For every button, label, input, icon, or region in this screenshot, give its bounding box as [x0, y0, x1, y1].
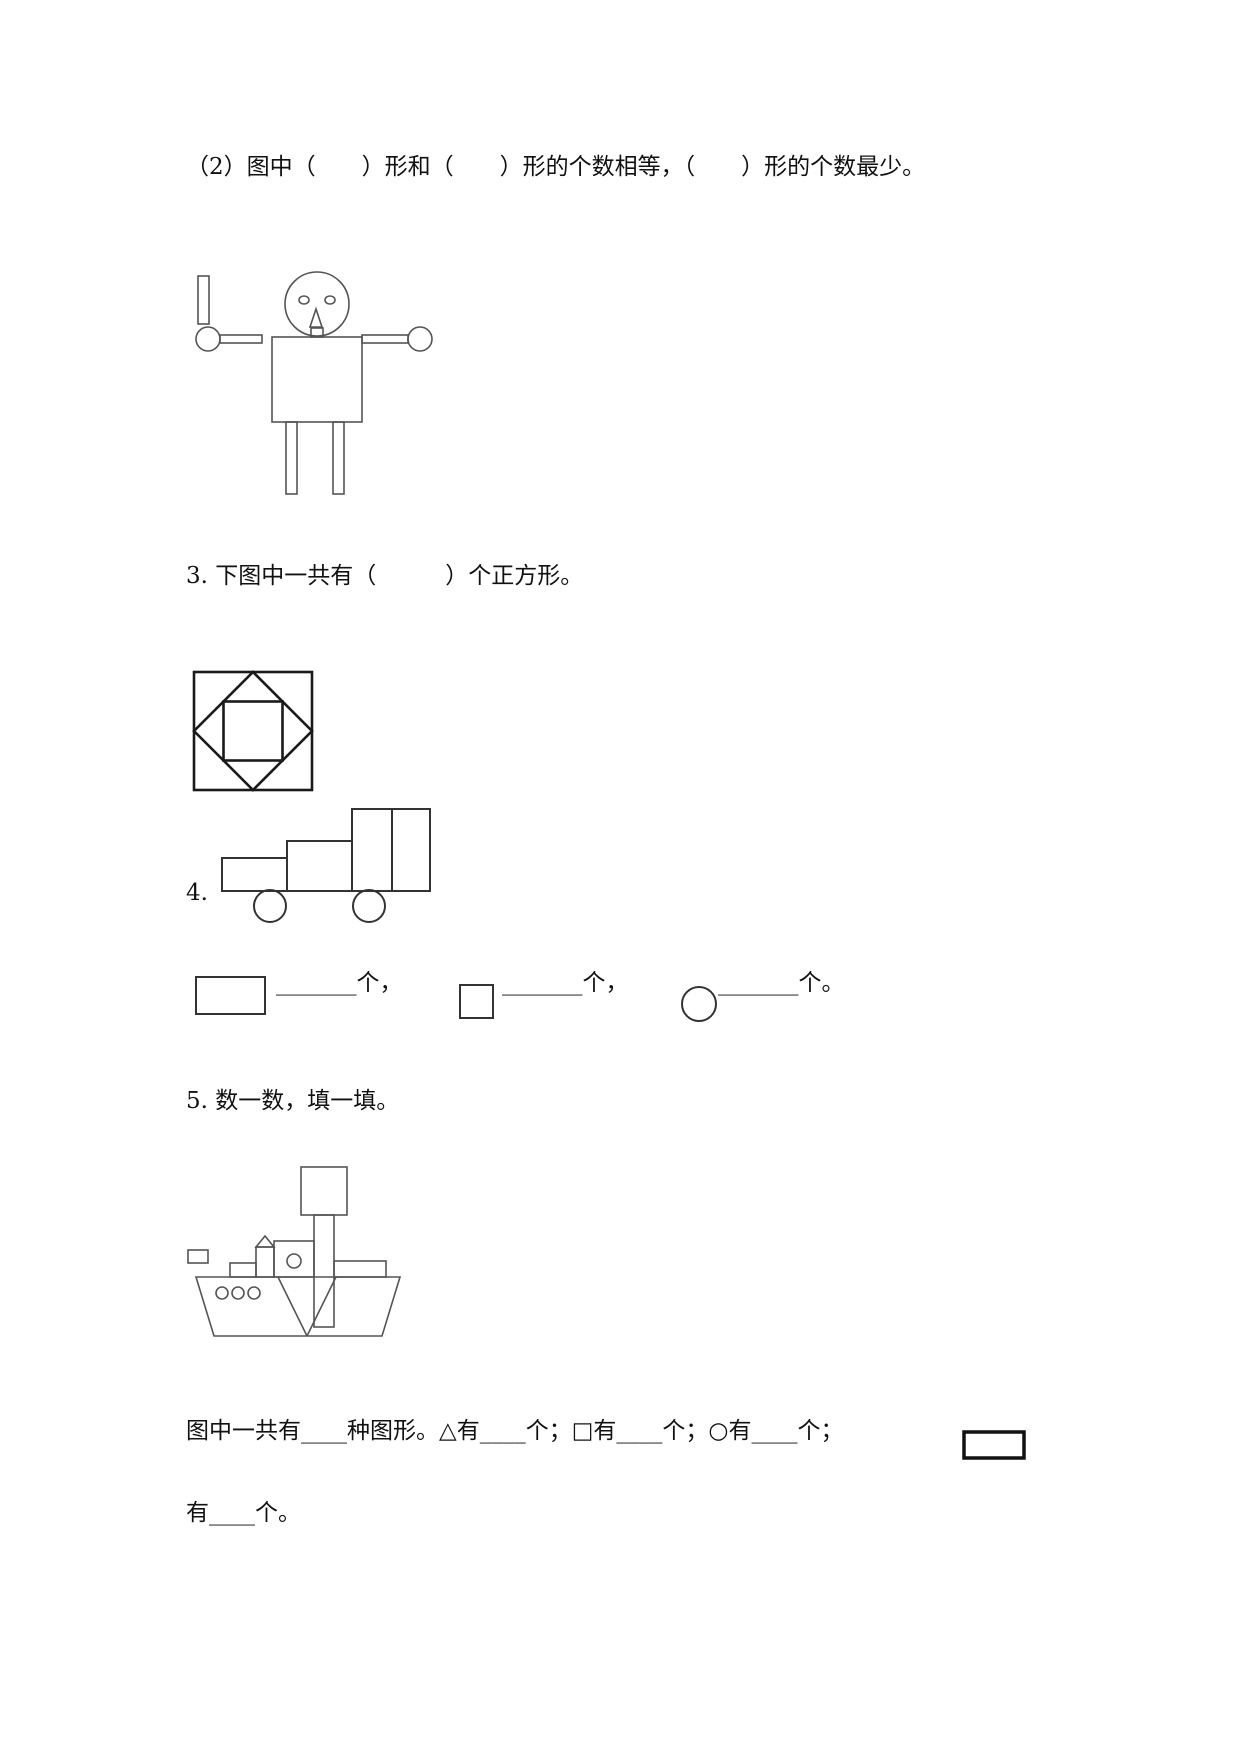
robot-body: [271, 336, 363, 423]
robot-left-hand: [195, 326, 221, 352]
truck-rear-wheel: [253, 889, 287, 923]
ship-small-tower: [255, 1246, 275, 1278]
ship-chimney-square: [300, 1166, 348, 1216]
answer-square-icon: [459, 984, 494, 1019]
ship-porthole-2: [231, 1286, 245, 1300]
diamond-square: [192, 670, 314, 792]
robot-left-leg: [285, 421, 298, 495]
ship-bridge: [273, 1240, 315, 1278]
q4-blank-circle[interactable]: _______个。: [718, 970, 845, 996]
ship-porthole-3: [247, 1286, 261, 1300]
q5-rectangle-icon: [962, 1430, 1026, 1460]
robot-left-eye: [298, 295, 310, 305]
q4-blank-square[interactable]: _______个，: [502, 970, 629, 996]
truck-figure: [221, 808, 431, 923]
ship-porthole-1: [215, 1286, 229, 1300]
robot-right-arm: [361, 334, 409, 344]
ship-chimney-pole: [313, 1214, 335, 1328]
ship-hull-line-right: [306, 1276, 337, 1337]
truck-cab-right: [391, 808, 431, 892]
ship-hull-line-left: [277, 1276, 308, 1337]
truck-rear-block: [221, 857, 288, 892]
q5-line1[interactable]: 图中一共有____种图形。△有____个；□有____个；○有____个；: [186, 1418, 844, 1444]
q4-number: 4.: [186, 880, 208, 906]
q3-text: 3. 下图中一共有（ ）个正方形。: [186, 563, 584, 589]
truck-cab-left: [351, 808, 393, 892]
robot-head: [284, 271, 350, 337]
robot-right-eye: [324, 295, 336, 305]
ship-hull: [194, 1276, 402, 1337]
q2-text: （2）图中（ ）形和（ ）形的个数相等，（ ）形的个数最少。: [186, 154, 926, 180]
outer-square: [192, 670, 314, 792]
q4-blank-rectangle[interactable]: _______个，: [276, 970, 403, 996]
robot-left-arm: [219, 334, 263, 344]
ship-right-cabin: [333, 1260, 387, 1278]
inner-square: [222, 700, 284, 762]
truck-front-wheel: [352, 889, 386, 923]
ship-left-cabin: [229, 1262, 257, 1278]
robot-nose: [308, 306, 324, 328]
robot-figure: [195, 271, 433, 495]
q5-line2[interactable]: 有____个。: [186, 1500, 301, 1526]
truck-middle-block: [286, 840, 353, 892]
robot-right-leg: [332, 421, 345, 495]
ship-bridge-window: [286, 1253, 302, 1269]
robot-right-hand: [407, 326, 433, 352]
answer-circle-icon: [681, 986, 717, 1022]
ship-figure: [187, 1166, 402, 1337]
robot-raised-stick: [197, 275, 210, 325]
ship-flag: [187, 1249, 209, 1264]
ship-tower-roof: [254, 1234, 276, 1248]
answer-rectangle-icon: [195, 976, 266, 1015]
q5-title: 5. 数一数，填一填。: [186, 1088, 400, 1114]
nested-squares-figure: [192, 670, 314, 792]
